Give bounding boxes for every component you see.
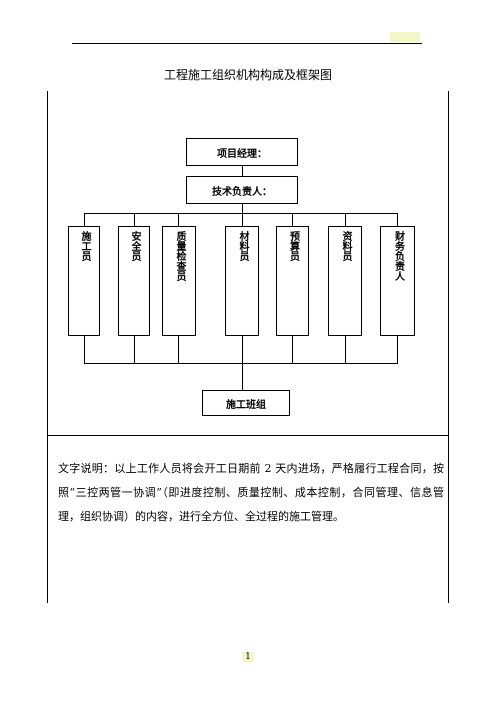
- description-text: 文字说明：以上工作人员将会开工日期前 2 天内进场，严格履行工程合同，按照“三控…: [58, 462, 444, 523]
- team-box: 施工班组: [202, 390, 290, 416]
- rise-line: [397, 336, 398, 363]
- bottom-bus-line: [84, 363, 398, 364]
- drop-line: [242, 213, 243, 226]
- rise-line: [134, 336, 135, 363]
- tech-lead-box: 技术负责人：: [186, 176, 298, 204]
- rise-line: [84, 336, 85, 363]
- table-frame: [47, 91, 449, 603]
- connector-manager-tech: [242, 166, 243, 176]
- drop-line: [84, 213, 85, 226]
- drop-line: [134, 213, 135, 226]
- role-box-construction: 施工员: [68, 226, 100, 336]
- role-box-budget: 预算员: [276, 226, 309, 336]
- connector-tech-bus: [242, 204, 243, 214]
- drop-line: [345, 213, 346, 226]
- role-box-finance: 财务负责人: [380, 226, 415, 336]
- table-left-border: [47, 91, 48, 603]
- table-right-border: [448, 91, 449, 603]
- role-box-records: 资料员: [328, 226, 362, 336]
- role-box-safety: 安全员: [118, 226, 150, 336]
- drop-line: [397, 213, 398, 226]
- document-title: 工程施工组织机构构成及框架图: [163, 68, 332, 82]
- header-rule: [72, 43, 422, 44]
- connector-bus-team: [242, 363, 243, 390]
- manager-box: 项目经理：: [186, 138, 298, 166]
- page-number: 1: [0, 652, 496, 662]
- top-bus-line: [84, 213, 398, 214]
- drop-line: [292, 213, 293, 226]
- rise-line: [345, 336, 346, 363]
- rise-line: [178, 336, 179, 363]
- role-box-materials: 材料员: [225, 226, 259, 336]
- header-watermark: [390, 32, 420, 42]
- drop-line: [178, 213, 179, 226]
- rise-line: [292, 336, 293, 363]
- table-divider: [47, 435, 449, 436]
- page-number-value: 1: [242, 652, 254, 662]
- role-box-quality: 质量检查员: [162, 226, 196, 336]
- rise-line: [242, 336, 243, 363]
